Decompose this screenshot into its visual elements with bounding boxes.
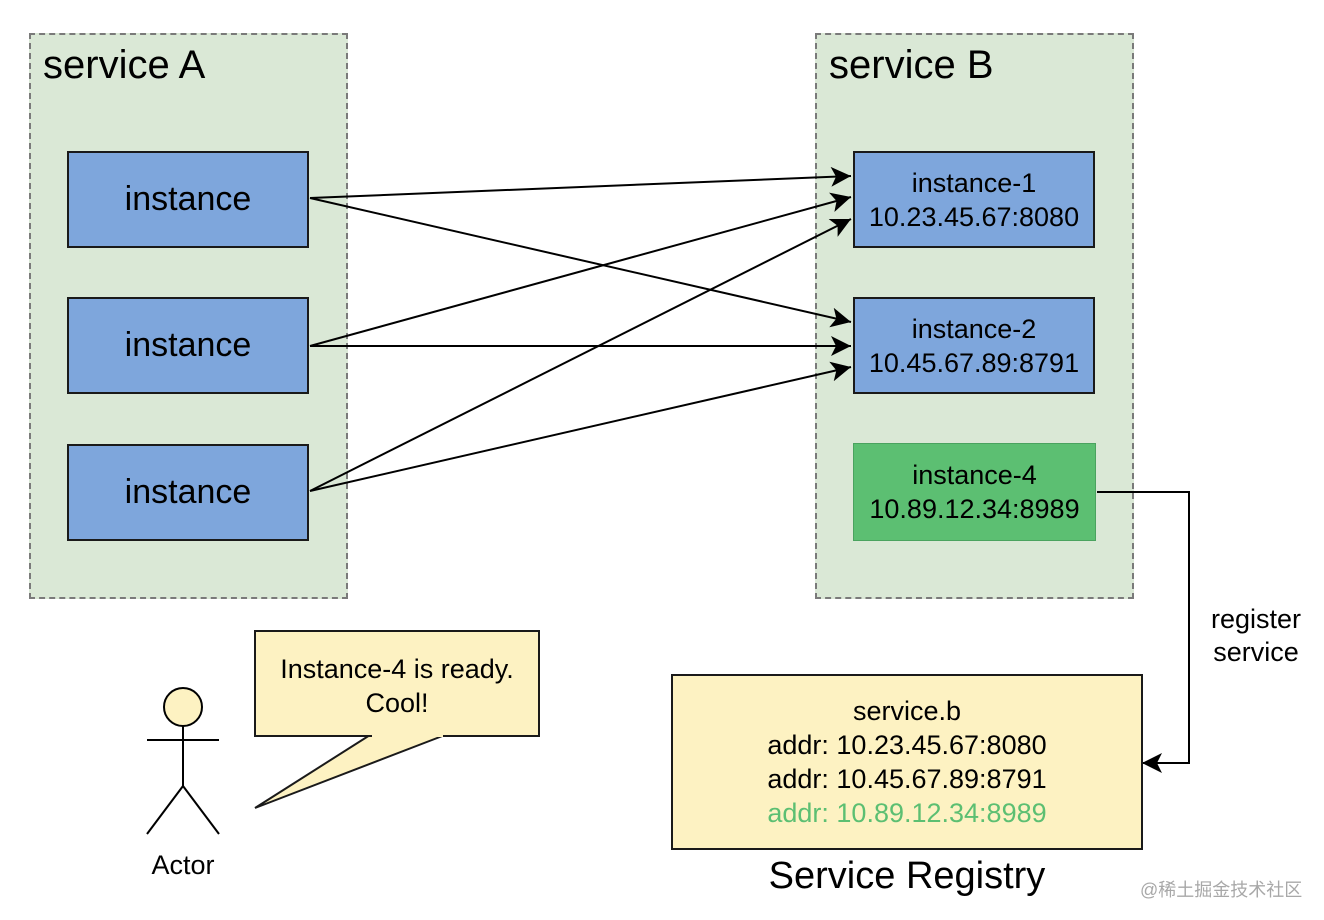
speech-tail-join [372,733,443,737]
edge-a3-b2 [309,361,852,492]
instance-addr: 10.45.67.89:8791 [868,347,1080,378]
registry-addr: addr: 10.23.45.67:8080 [767,730,1047,760]
actor-label: Actor [151,850,215,880]
service-a-instance: instance [67,151,309,248]
speech-tail [254,734,446,809]
service-a-instance: instance [67,444,309,541]
service-registry-title: Service Registry [768,855,1046,897]
service-registry-box: service.b addr: 10.23.45.67:8080 addr: 1… [671,674,1143,850]
edge-a1-b1 [309,166,852,199]
speech-bubble: Instance-4 is ready. Cool! [254,630,540,737]
edge-a1-b2 [309,197,852,328]
instance-addr: 10.89.12.34:8989 [869,494,1080,524]
service-b-title: service B [829,43,994,87]
edge-a2-b1 [309,192,852,347]
register-label-line: service [1213,637,1299,667]
edge-a3-b1 [309,218,852,492]
service-b-instance-4: instance-4 10.89.12.34:8989 [853,443,1096,541]
register-label: register service [1196,603,1316,669]
edge-register [1097,491,1190,773]
instance-label: instance [124,473,252,511]
instance-label: instance [124,326,252,364]
service-b-instance-1: instance-1 10.23.45.67:8080 [853,151,1095,248]
watermark: @稀土掘金技术社区 [1140,880,1303,900]
service-b-instance-2: instance-2 10.45.67.89:8791 [853,297,1095,394]
speech-line: Cool! [365,688,429,718]
instance-name: instance-4 [912,460,1037,490]
service-a-title: service A [43,43,206,87]
service-a-instance: instance [67,297,309,394]
instance-name: instance-1 [911,167,1037,198]
instance-name: instance-2 [911,313,1037,344]
speech-line: Instance-4 is ready. [280,654,514,684]
instance-label: instance [124,180,252,218]
registry-service-name: service.b [852,696,962,726]
instance-addr: 10.23.45.67:8080 [868,201,1080,232]
actor-figure [146,687,220,835]
registry-addr: addr: 10.45.67.89:8791 [767,764,1047,794]
register-label-line: register [1210,604,1302,634]
registry-addr-new: addr: 10.89.12.34:8989 [767,798,1047,828]
